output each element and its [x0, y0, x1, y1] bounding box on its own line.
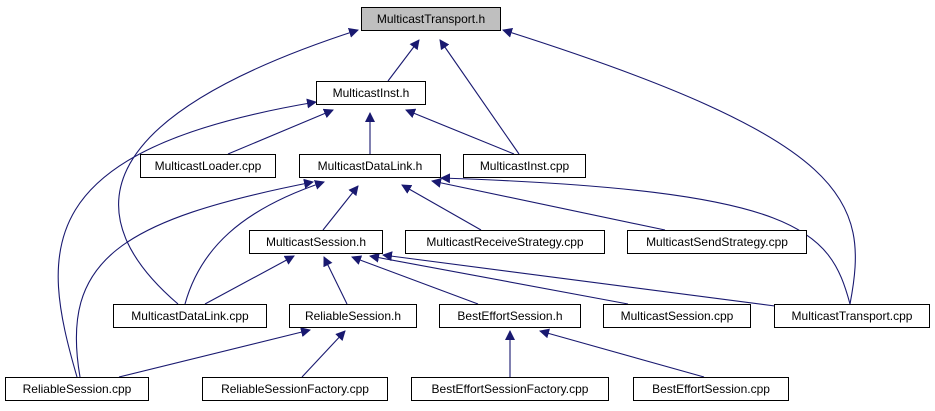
edge-multicastdatalink-cpp-to-multicastdatalink-h	[184, 180, 325, 305]
node-multicasttransport-h: MulticastTransport.h	[361, 7, 501, 31]
edge-multicastinst-cpp-to-multicastinst-h	[405, 108, 515, 155]
edge-multicastloader-cpp-to-multicastinst-h	[227, 108, 334, 155]
node-multicastsession-cpp[interactable]: MulticastSession.cpp	[603, 304, 751, 328]
node-multicastreceivestrategy-cpp[interactable]: MulticastReceiveStrategy.cpp	[405, 230, 605, 254]
node-reliablesessionfactory-cpp[interactable]: ReliableSessionFactory.cpp	[202, 377, 388, 401]
node-multicastdatalink-cpp[interactable]: MulticastDataLink.cpp	[113, 304, 267, 328]
edge-multicastdatalink-cpp-to-multicasttransport-h	[118, 28, 359, 305]
node-reliablesession-cpp[interactable]: ReliableSession.cpp	[5, 377, 149, 401]
edge-reliablesessionfactory-cpp-to-reliablesession-h	[301, 330, 346, 378]
node-multicastinst-cpp[interactable]: MulticastInst.cpp	[463, 154, 586, 178]
edge-multicastsession-cpp-to-multicastsession-h	[369, 252, 629, 305]
edge-multicastinst-h-to-multicasttransport-h	[387, 39, 420, 82]
node-multicastsendstrategy-cpp[interactable]: MulticastSendStrategy.cpp	[627, 230, 807, 254]
edge-reliablesession-cpp-to-reliablesession-h	[118, 327, 311, 378]
edge-reliablesession-cpp-to-multicastinst-h	[57, 98, 317, 378]
edge-multicastsendstrategy-cpp-to-multicastdatalink-h	[431, 177, 666, 231]
node-multicastdatalink-h[interactable]: MulticastDataLink.h	[299, 154, 441, 178]
node-multicasttransport-cpp[interactable]: MulticastTransport.cpp	[774, 304, 930, 328]
edge-reliablesession-cpp-to-multicastdatalink-h	[75, 178, 314, 378]
edge-multicasttransport-cpp-to-multicastdatalink-h	[440, 173, 851, 305]
edge-multicastdatalink-cpp-to-multicastsession-h	[204, 255, 295, 305]
edge-multicastreceivestrategy-cpp-to-multicastdatalink-h	[401, 184, 482, 231]
node-besteffortsession-cpp[interactable]: BestEffortSession.cpp	[633, 377, 789, 401]
node-multicastsession-h[interactable]: MulticastSession.h	[249, 230, 383, 254]
edge-multicasttransport-cpp-to-multicasttransport-h	[502, 27, 856, 305]
node-reliablesession-h[interactable]: ReliableSession.h	[289, 304, 417, 328]
edge-besteffortsession-h-to-multicastsession-h	[351, 255, 479, 305]
edge-multicasttransport-cpp-to-multicastsession-h	[382, 251, 776, 307]
edge-multicastinst-cpp-to-multicasttransport-h	[439, 39, 520, 155]
node-besteffortsessionfactory-cpp[interactable]: BestEffortSessionFactory.cpp	[411, 377, 609, 401]
edge-multicastsession-h-to-multicastdatalink-h	[322, 185, 359, 231]
node-multicastloader-cpp[interactable]: MulticastLoader.cpp	[140, 154, 276, 178]
node-multicastinst-h[interactable]: MulticastInst.h	[316, 81, 426, 105]
node-besteffortsession-h[interactable]: BestEffortSession.h	[439, 304, 581, 328]
edge-besteffortsession-cpp-to-besteffortsession-h	[539, 328, 705, 378]
edge-reliablesession-h-to-multicastsession-h	[323, 256, 348, 305]
